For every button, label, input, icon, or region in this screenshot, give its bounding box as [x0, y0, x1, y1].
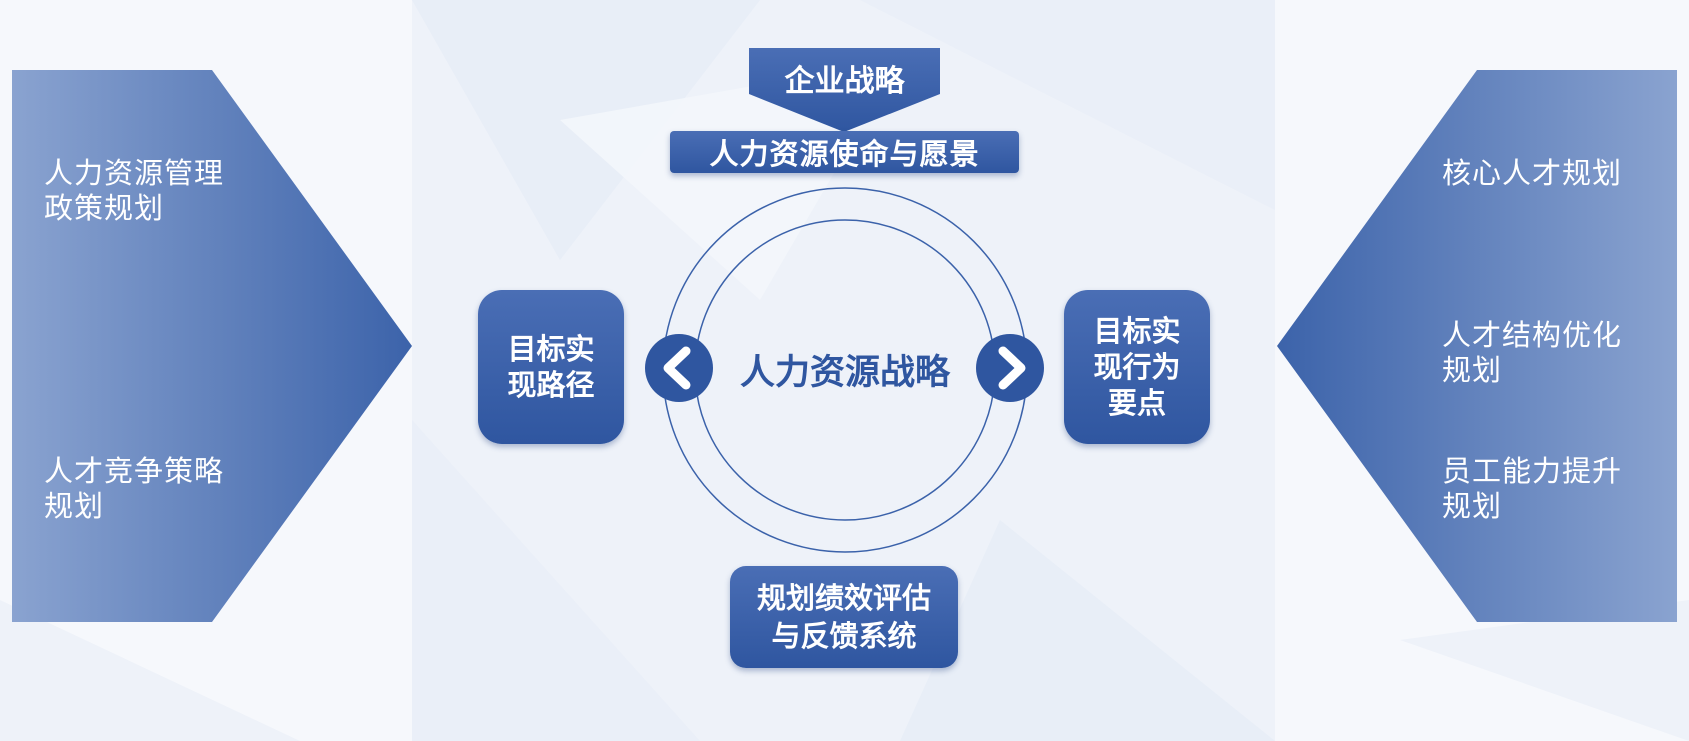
top-banner: 企业战略 [749, 48, 940, 134]
left-panel-item-policy-line2: 政策规划 [44, 191, 165, 225]
left-panel-item-policy-line1: 人力资源管理 [44, 156, 225, 190]
goal-path-line1: 目标实 [507, 332, 595, 366]
goal-behavior-box: 目标实 现行为 要点 [1064, 290, 1210, 444]
left-panel-item-competition-line1: 人才竞争策略 [44, 454, 225, 488]
goal-path-line2: 现路径 [507, 368, 595, 402]
goal-path-box: 目标实 现路径 [478, 290, 624, 444]
top-banner-label: 企业战略 [784, 64, 905, 99]
top-banner-shape [749, 48, 940, 132]
center-label: 人力资源战略 [739, 353, 950, 393]
left-panel-item-competition: 人才竞争策略 规划 [44, 454, 264, 524]
right-panel-item-capability: 员工能力提升 规划 [1442, 454, 1662, 524]
left-panel-item-policy: 人力资源管理 政策规划 [44, 156, 264, 226]
goal-behavior-line2: 现行为 [1093, 350, 1181, 384]
right-panel-item-structure-line2: 规划 [1442, 353, 1503, 387]
mission-bar: 人力资源使命与愿景 [670, 131, 1019, 173]
chevron-left-circle-icon [645, 334, 713, 402]
right-panel-item-structure: 人才结构优化 规划 [1442, 318, 1662, 388]
right-panel-item-capability-line1: 员工能力提升 [1442, 454, 1623, 488]
evaluation-feedback-box: 规划绩效评估 与反馈系统 [730, 566, 958, 668]
goal-behavior-line1: 目标实 [1093, 314, 1181, 348]
left-panel: 人力资源管理 政策规划 人才竞争策略 规划 [12, 70, 432, 622]
goal-behavior-line3: 要点 [1107, 386, 1166, 420]
left-panel-item-competition-line2: 规划 [44, 489, 105, 523]
right-panel-shape [1277, 70, 1677, 622]
right-panel-item-structure-line1: 人才结构优化 [1442, 318, 1623, 352]
right-panel-item-core-talent: 核心人才规划 [1442, 156, 1662, 191]
chevron-right-circle-icon [976, 334, 1044, 402]
right-panel-item-core-talent-line1: 核心人才规划 [1442, 156, 1623, 190]
evaluation-feedback-line2: 与反馈系统 [771, 619, 917, 653]
right-panel: 核心人才规划 人才结构优化 规划 员工能力提升 规划 [1257, 70, 1677, 622]
right-panel-item-capability-line2: 规划 [1442, 489, 1503, 523]
left-panel-shape [12, 70, 412, 622]
mission-bar-label: 人力资源使命与愿景 [709, 137, 980, 171]
evaluation-feedback-line1: 规划绩效评估 [756, 581, 931, 615]
